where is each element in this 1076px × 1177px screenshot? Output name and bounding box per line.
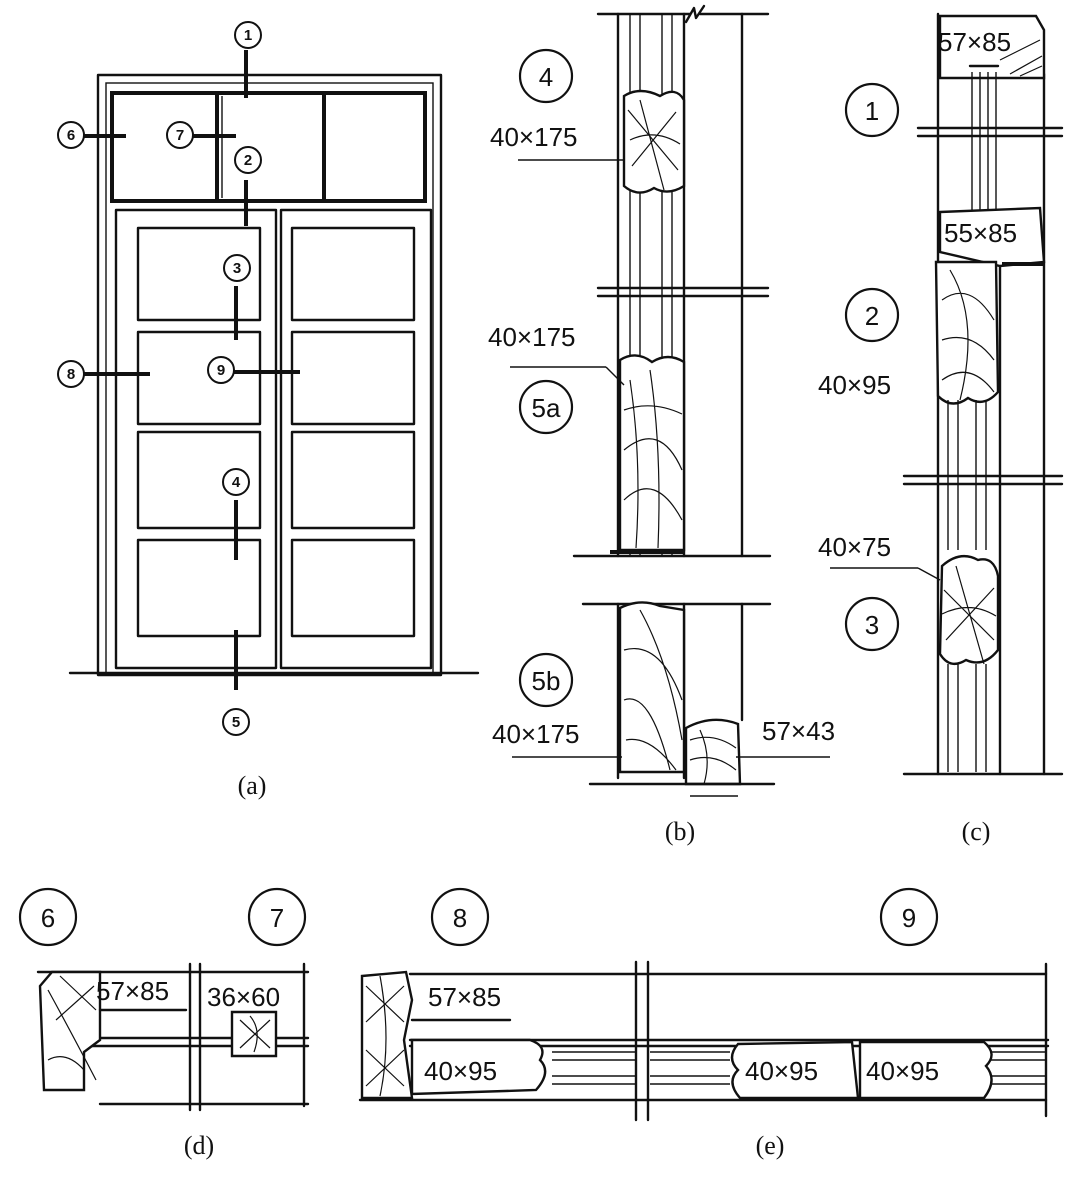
elevation-marker-9: 9 <box>207 356 235 384</box>
section-c-marker-3: 3 <box>844 596 900 652</box>
svg-text:1: 1 <box>244 27 252 44</box>
svg-text:8: 8 <box>67 366 75 383</box>
elevation-marker-7: 7 <box>166 121 194 149</box>
elevation-marker-2: 2 <box>234 146 262 174</box>
dim-label-c-rail: 40×95 <box>818 370 891 400</box>
dim-label-c-lock: 40×75 <box>818 532 891 562</box>
elevation-marker-8: 8 <box>57 360 85 388</box>
dim-label-b-bottom: 40×175 <box>492 719 579 749</box>
section-b-marker-5a: 5a <box>518 379 574 435</box>
elevation-marker-3: 3 <box>223 254 251 282</box>
svg-text:5b: 5b <box>532 666 561 696</box>
svg-text:1: 1 <box>865 96 879 126</box>
svg-text:9: 9 <box>217 362 225 379</box>
dim-label-e-stile-2: 40×95 <box>745 1056 818 1086</box>
section-c-marker-1: 1 <box>844 82 900 138</box>
svg-text:6: 6 <box>41 903 55 933</box>
svg-text:7: 7 <box>176 127 184 144</box>
dim-label-d-mullion: 36×60 <box>207 982 280 1012</box>
section-d-marker-6: 6 <box>18 887 78 947</box>
section-e <box>358 960 1050 1122</box>
section-c-marker-2: 2 <box>844 287 900 343</box>
caption-d: (d) <box>184 1131 214 1160</box>
elevation-a <box>68 50 480 690</box>
dim-label-b-mid: 40×175 <box>488 322 575 352</box>
svg-text:4: 4 <box>232 474 241 491</box>
dim-label-b-sill: 57×43 <box>762 716 835 746</box>
svg-text:3: 3 <box>865 610 879 640</box>
dim-label-e-jamb: 57×85 <box>428 982 501 1012</box>
svg-text:8: 8 <box>453 903 467 933</box>
section-d-marker-7: 7 <box>247 887 307 947</box>
dim-label-e-stile-1: 40×95 <box>424 1056 497 1086</box>
svg-text:2: 2 <box>244 152 252 169</box>
section-b-marker-5b: 5b <box>518 652 574 708</box>
elevation-marker-6: 6 <box>57 121 85 149</box>
caption-c: (c) <box>962 817 991 846</box>
section-b-marker-4: 4 <box>518 48 574 104</box>
dim-label-c-head: 57×85 <box>938 27 1011 57</box>
caption-e: (e) <box>756 1131 785 1160</box>
caption-a: (a) <box>238 771 267 800</box>
dim-label-c-transom: 55×85 <box>944 218 1017 248</box>
section-c <box>830 12 1064 776</box>
caption-b: (b) <box>665 817 695 846</box>
elevation-marker-5: 5 <box>222 708 250 736</box>
section-e-marker-8: 8 <box>430 887 490 947</box>
svg-text:7: 7 <box>270 903 284 933</box>
section-e-marker-9: 9 <box>879 887 939 947</box>
svg-text:9: 9 <box>902 903 916 933</box>
dim-label-d-jamb: 57×85 <box>96 976 169 1006</box>
section-d <box>36 962 310 1112</box>
elevation-marker-1: 1 <box>234 21 262 49</box>
svg-text:4: 4 <box>539 62 553 92</box>
dim-label-e-stile-3: 40×95 <box>866 1056 939 1086</box>
svg-text:5a: 5a <box>532 393 561 423</box>
svg-text:3: 3 <box>233 260 241 277</box>
elevation-marker-4: 4 <box>222 468 250 496</box>
svg-text:6: 6 <box>67 127 75 144</box>
section-b <box>510 4 830 797</box>
dim-label-b-top: 40×175 <box>490 122 577 152</box>
svg-text:2: 2 <box>865 301 879 331</box>
svg-text:5: 5 <box>232 714 240 731</box>
